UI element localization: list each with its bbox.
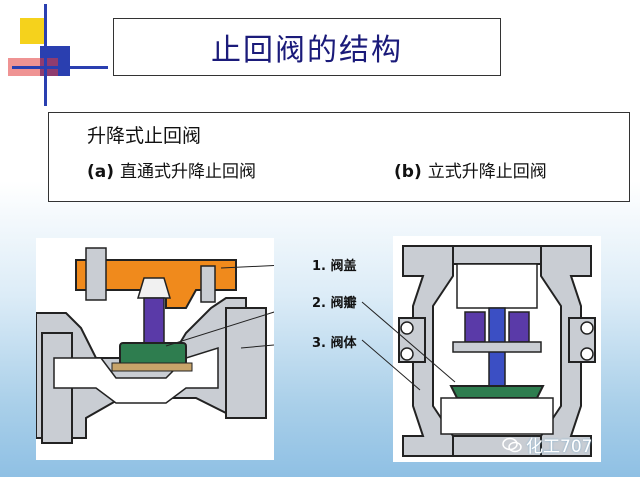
type-a-label: 直通式升降止回阀: [120, 162, 257, 182]
callout-body: 3. 阀体: [312, 336, 357, 351]
type-b-tag: (b): [394, 162, 422, 182]
vertical-valve-drawing: [398, 245, 596, 457]
callout-disc: 2. 阀瓣: [312, 296, 357, 311]
watermark: 化工707: [502, 432, 592, 457]
info-box: 升降式止回阀 (a)直通式升降止回阀 (b)立式升降止回阀: [48, 112, 630, 202]
corner-decoration-graphic: [8, 4, 108, 106]
straight-valve-drawing: [35, 247, 307, 444]
type-a-tag: (a): [87, 162, 115, 182]
title-box: 止回阀的结构: [113, 18, 501, 76]
type-b-label: 立式升降止回阀: [427, 162, 547, 182]
wechat-icon: [502, 437, 522, 452]
corner-decoration: [0, 0, 110, 110]
valve-type-heading: 升降式止回阀: [87, 125, 202, 147]
watermark-text: 化工707: [526, 437, 593, 457]
vertical-valve-diagram: [393, 236, 601, 462]
callout-bonnet: 1. 阀盖: [312, 259, 357, 274]
page-title: 止回阀的结构: [211, 33, 403, 68]
right-callout-lines: [361, 301, 456, 391]
straight-through-valve-diagram: [35, 238, 307, 460]
type-a-item: (a)直通式升降止回阀: [87, 157, 256, 182]
type-b-item: (b)立式升降止回阀: [394, 157, 547, 182]
